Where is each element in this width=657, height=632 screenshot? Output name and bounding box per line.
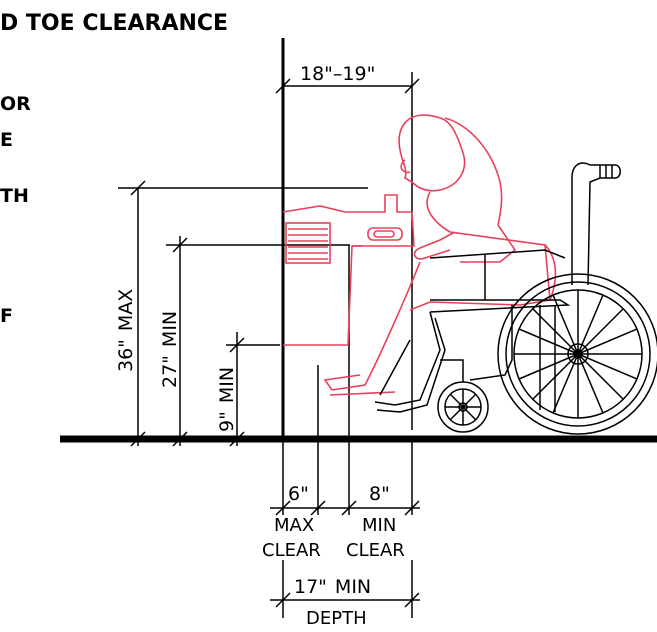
height-27-dimension: 27"MIN — [159, 236, 350, 447]
left-clear-line1: MAX — [274, 515, 314, 536]
seated-person — [323, 114, 557, 396]
top-span-label: 18"–19" — [300, 63, 375, 85]
clear-dimensions — [270, 245, 420, 516]
height-36-dimension: 36"MAX — [115, 180, 368, 447]
side-fragment-2: E — [0, 129, 13, 151]
right-clear-line2: CLEAR — [346, 540, 405, 561]
top-span-dimension: 18"–19" — [275, 63, 420, 430]
right-clear-line1: MIN — [362, 515, 396, 536]
depth-label: DEPTH — [306, 608, 367, 629]
right-clear-value: 8" — [369, 483, 390, 505]
left-clear-value: 6" — [288, 483, 309, 505]
depth-value-label: 17"MIN — [294, 576, 371, 598]
height-9-dimension: 9"MIN — [216, 332, 280, 447]
depth-dimension — [270, 560, 420, 618]
left-clear-line2: CLEAR — [262, 540, 321, 561]
height-9-label: 9"MIN — [216, 367, 238, 432]
drinking-fountain — [282, 194, 415, 346]
side-fragment-4: F — [0, 305, 13, 327]
wheelchair — [374, 162, 657, 435]
height-27-label: 27"MIN — [159, 311, 181, 388]
side-fragment-3: TH — [0, 185, 29, 207]
title-text: D TOE CLEARANCE — [0, 11, 228, 36]
height-36-label: 36"MAX — [115, 289, 137, 372]
side-fragment-1: OR — [0, 93, 31, 115]
